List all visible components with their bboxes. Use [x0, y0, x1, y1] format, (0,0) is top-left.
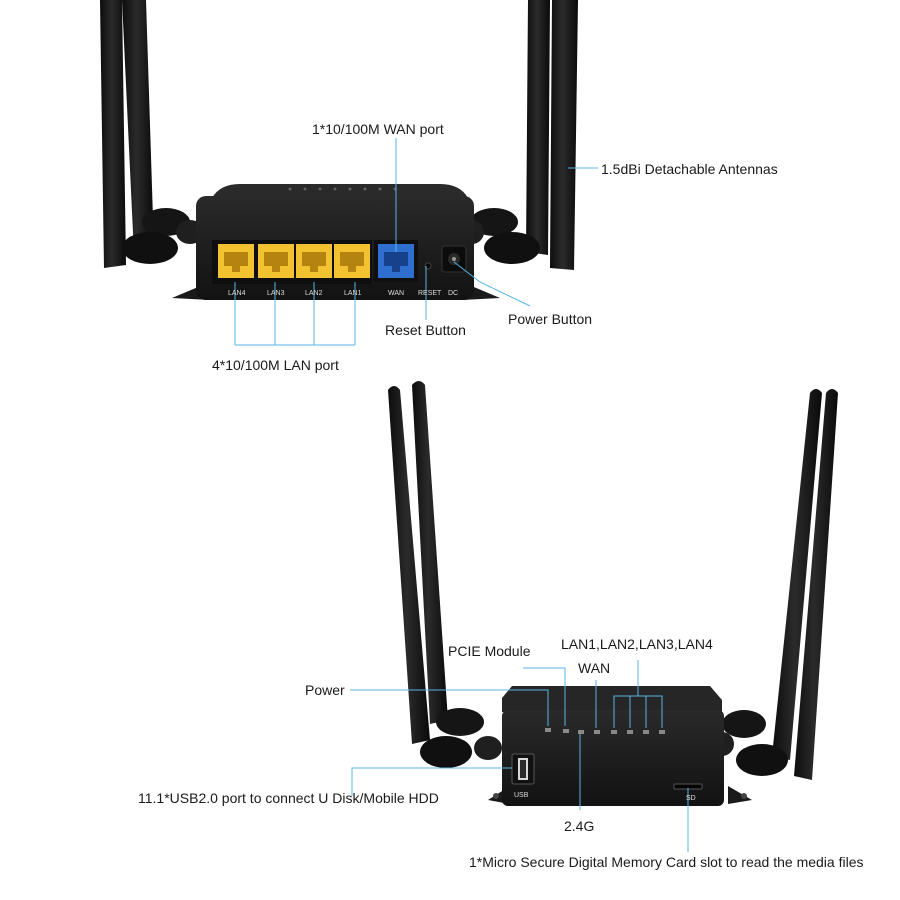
led-lan1 [611, 730, 617, 734]
port-label-wan: WAN [388, 290, 405, 297]
port-label-sd: SD [686, 795, 696, 802]
port-label-usb: USB [514, 792, 529, 799]
antenna-hinge [122, 232, 178, 264]
port-label-reset: RESET [418, 290, 442, 297]
router-front-body [502, 710, 724, 806]
label-power-button: Power Button [508, 311, 593, 327]
antenna-hinge [436, 708, 484, 736]
led-power [545, 728, 551, 732]
antenna-left-rear-1 [100, 0, 126, 268]
antenna-right-rear-1 [526, 0, 550, 255]
antenna-right-front-1 [772, 389, 822, 760]
antenna-left-front-2 [412, 381, 448, 724]
antenna-right-rear-2 [550, 0, 578, 270]
vent-dots [288, 187, 397, 191]
router-top-face [502, 686, 722, 712]
label-wifi-led: 2.4G [564, 818, 595, 834]
antenna-left-front-1 [388, 386, 430, 744]
callout-lines-front [350, 660, 689, 852]
label-sd-slot: 1*Micro Secure Digital Memory Card slot … [469, 854, 864, 870]
label-pcie-module: PCIE Module [448, 643, 531, 659]
antenna-hinge [722, 710, 766, 738]
router-top-lid [212, 184, 468, 198]
led-lan3 [643, 730, 649, 734]
callout-lines-rear [234, 138, 598, 346]
screw [493, 793, 499, 799]
led-2-4g [578, 730, 584, 734]
lan-port-4 [218, 244, 254, 278]
antenna-right-front-2 [794, 389, 838, 780]
port-label-lan2: LAN2 [305, 290, 323, 297]
led-wan [594, 730, 600, 734]
screw [741, 793, 747, 799]
antenna-hinge [420, 736, 472, 768]
antenna-connector [474, 736, 502, 760]
port-label-lan3: LAN3 [267, 290, 285, 297]
antenna-left-rear-2 [122, 0, 154, 254]
label-reset-button: Reset Button [385, 322, 466, 338]
led-lan4 [659, 730, 665, 734]
lan-port-2 [296, 244, 332, 278]
label-wan-led: WAN [578, 660, 611, 676]
led-pcie [563, 729, 569, 733]
led-lan2 [627, 730, 633, 734]
led-row [545, 728, 665, 734]
label-lan-leds: LAN1,LAN2,LAN3,LAN4 [561, 636, 713, 652]
label-antennas: 1.5dBi Detachable Antennas [601, 161, 778, 177]
port-label-lan1: LAN1 [344, 290, 362, 297]
lan-port-1 [334, 244, 370, 278]
label-usb-port: 11.1*USB2.0 port to connect U Disk/Mobil… [138, 790, 439, 806]
mount-foot-right [728, 786, 752, 804]
port-label-dc: DC [448, 290, 459, 297]
router-front-view [350, 381, 838, 852]
label-power-led: Power [305, 682, 345, 698]
port-label-lan4: LAN4 [228, 290, 246, 297]
router-rear-view [100, 0, 598, 346]
usb-port [511, 753, 535, 785]
label-lan-ports: 4*10/100M LAN port [212, 357, 339, 373]
antenna-hinge [736, 744, 788, 776]
lan-port-3 [258, 244, 294, 278]
antenna-hinge [484, 232, 540, 264]
label-wan-port: 1*10/100M WAN port [312, 121, 444, 137]
dc-jack [441, 245, 467, 273]
